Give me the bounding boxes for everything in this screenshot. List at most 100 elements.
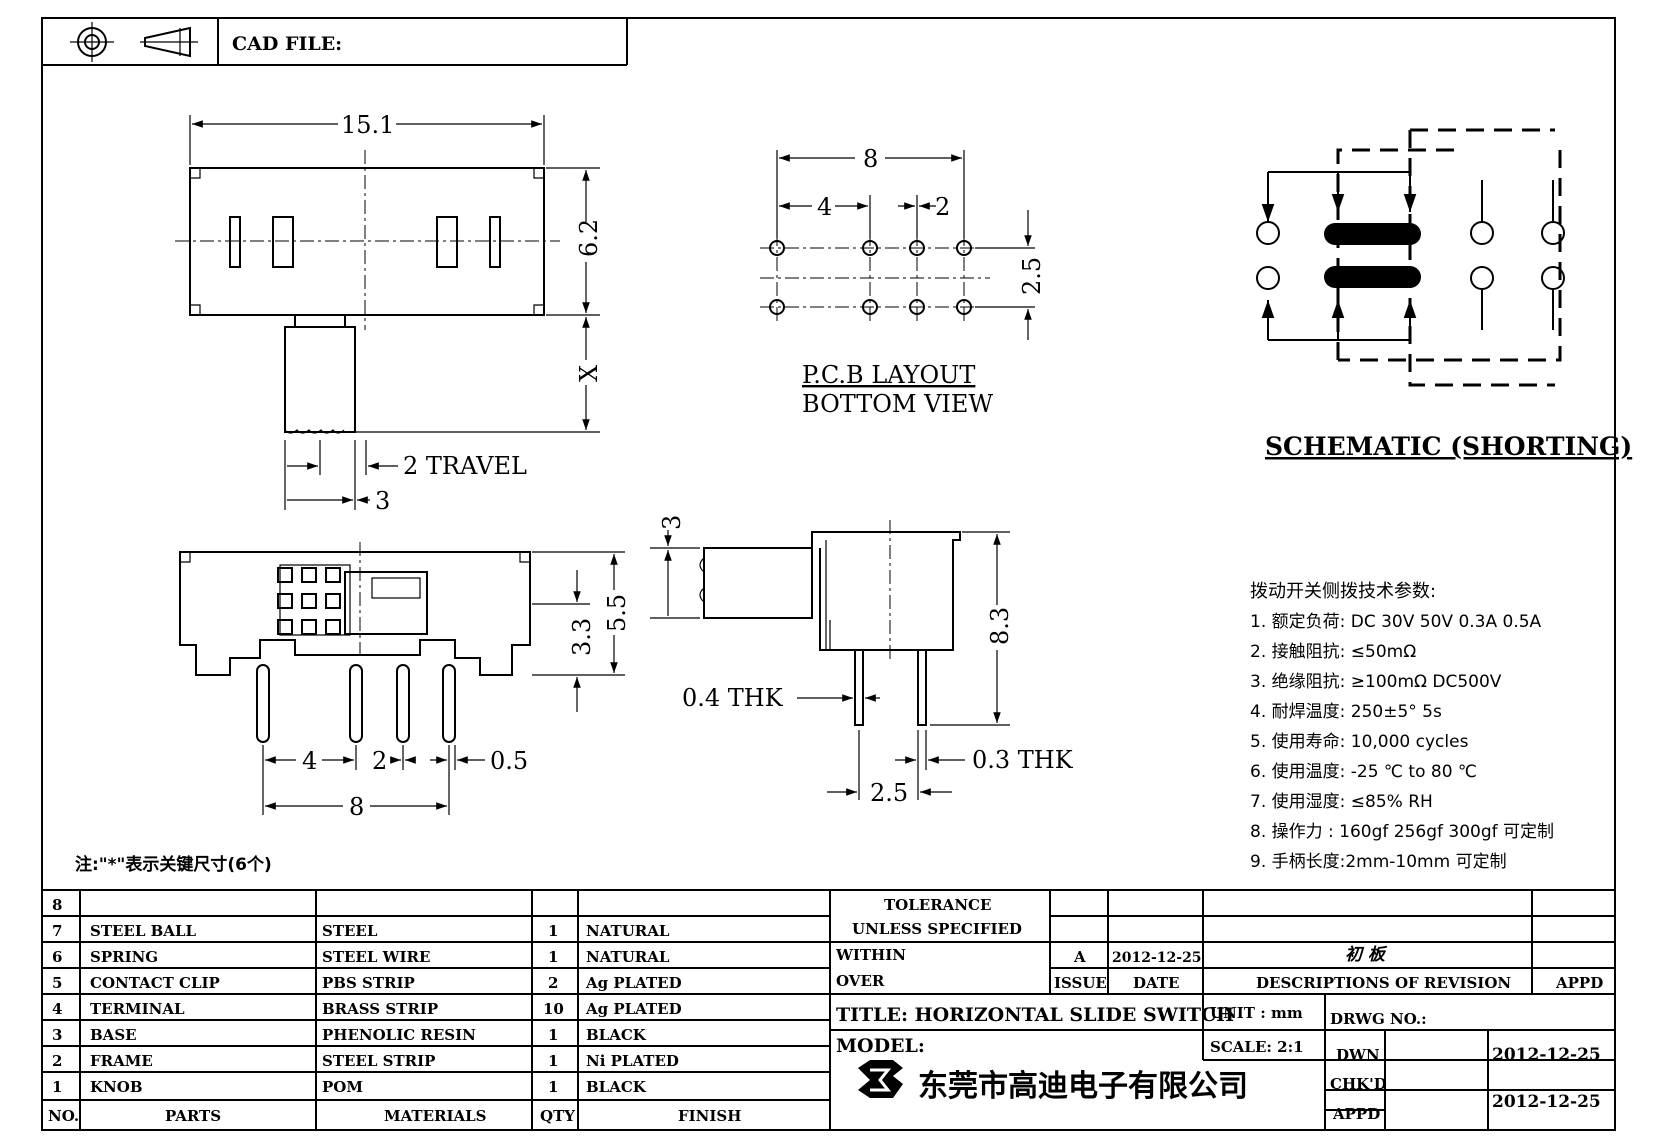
bom-no: 2	[52, 1052, 62, 1070]
issue-date: 2012-12-25	[1112, 950, 1202, 966]
bom-qty: 2	[548, 974, 558, 992]
projection-symbol-icon	[70, 22, 198, 62]
bom-finish: NATURAL	[586, 948, 670, 966]
dim-pcb-2-5: 2.5	[1018, 257, 1046, 295]
bom-finish: BLACK	[586, 1078, 647, 1096]
bom-part: BASE	[90, 1026, 137, 1044]
bom-part: CONTACT CLIP	[90, 974, 220, 992]
dim-0-3-thk: 0.3 THK	[972, 746, 1074, 774]
spec-item: 3. 绝缘阻抗: ≥100mΩ DC500V	[1250, 672, 1502, 692]
bom-qty: 1	[548, 1052, 558, 1070]
company-logo-icon	[858, 1060, 903, 1098]
specs-block: 拨动开关侧拨技术参数: 1. 额定负荷: DC 30V 50V 0.3A 0.5…	[1250, 581, 1554, 872]
bom-finish: Ag PLATED	[585, 974, 682, 992]
unless-specified-label: UNLESS SPECIFIED	[852, 920, 1022, 938]
bom-no: 4	[52, 1000, 62, 1018]
drawing-title: TITLE: HORIZONTAL SLIDE SWITCH	[836, 1004, 1234, 1026]
key-dimension-note: 注:"*"表示关键尺寸(6个)	[75, 854, 272, 875]
dim-front-0-5: 0.5	[490, 747, 528, 775]
dim-6-2: 6.2	[575, 219, 603, 257]
unit-label: UNIT : mm	[1210, 1004, 1303, 1022]
bom-finish: Ni PLATED	[586, 1052, 679, 1070]
bom-no: 6	[52, 948, 62, 966]
dim-front-4: 4	[302, 747, 317, 775]
dim-pcb-2: 2	[935, 193, 950, 221]
issue-value: A	[1073, 948, 1086, 966]
side-view: 3 8.3 0.4 THK 0.3 THK 2.5	[650, 515, 1074, 807]
bom-header-no: NO.	[48, 1107, 79, 1125]
bom-part: TERMINAL	[90, 1000, 185, 1018]
dwn-date: 2012-12-25	[1492, 1045, 1601, 1065]
dim-5-5: 5.5	[603, 594, 631, 632]
bom-part: SPRING	[90, 948, 158, 966]
bom-material: STEEL STRIP	[322, 1052, 435, 1070]
drwg-no-label: DRWG NO.:	[1330, 1010, 1427, 1028]
schematic-title: SCHEMATIC (SHORTING)	[1265, 432, 1632, 461]
bom-qty: 1	[548, 1078, 558, 1096]
pcb-title: P.C.B LAYOUT	[802, 361, 975, 389]
bom-finish: BLACK	[586, 1026, 647, 1044]
within-label: WITHIN	[835, 946, 906, 964]
bom-header-parts: PARTS	[165, 1107, 221, 1125]
bom-no: 1	[52, 1078, 62, 1096]
spec-item: 7. 使用湿度: ≤85% RH	[1250, 791, 1433, 812]
chk-date: 2012-12-25	[1492, 1092, 1601, 1112]
bom-part: STEEL BALL	[90, 922, 196, 940]
bom-no: 5	[52, 974, 62, 992]
bom-material: PBS STRIP	[322, 974, 415, 992]
dwn-label: DWN	[1336, 1046, 1380, 1064]
company-name: 东莞市高迪电子有限公司	[918, 1069, 1248, 1104]
bom-part: FRAME	[90, 1052, 153, 1070]
over-label: OVER	[836, 972, 885, 990]
bom-material: STEEL	[322, 922, 378, 940]
bom-part: KNOB	[90, 1078, 143, 1096]
scale-label: SCALE: 2:1	[1210, 1038, 1304, 1056]
pcb-subtitle: BOTTOM VIEW	[802, 390, 993, 418]
dim-x: X	[575, 365, 603, 382]
dim-front-8: 8	[349, 793, 364, 821]
bom-qty: 1	[548, 948, 558, 966]
bom-header-finish: FINISH	[678, 1107, 741, 1125]
bom-qty: 10	[543, 1000, 564, 1018]
bom-material: PHENOLIC RESIN	[322, 1026, 476, 1044]
bom-header-qty: QTY	[540, 1107, 575, 1125]
pcb-holes	[769, 232, 972, 322]
dim-side-3: 3	[658, 515, 686, 530]
bom-no: 7	[52, 922, 62, 940]
dim-0-4-thk: 0.4 THK	[682, 684, 784, 712]
bom-material: BRASS STRIP	[322, 1000, 438, 1018]
header-strip: CAD FILE:	[42, 18, 628, 66]
spec-item: 4. 耐焊温度: 250±5° 5s	[1250, 702, 1442, 722]
bom-qty: 1	[548, 922, 558, 940]
dim-front-2: 2	[372, 747, 387, 775]
pcb-layout: 8 4 2 2.5 P.C.B LAYOUT BOTTOM VIEW	[760, 145, 1046, 418]
model-label: MODEL:	[836, 1035, 925, 1057]
front-view: 3.3 5.5 4 2 0.5 8	[179, 542, 631, 821]
chkd-label: CHK'D	[1330, 1075, 1387, 1093]
bom-material: STEEL WIRE	[322, 948, 430, 966]
descriptions-label: DESCRIPTIONS OF REVISION	[1256, 974, 1511, 992]
sheet-border	[41, 17, 1616, 1131]
dim-3-knob: 3	[375, 487, 390, 515]
specs-title: 拨动开关侧拨技术参数:	[1250, 581, 1436, 602]
appd-label: APPD	[1555, 974, 1603, 992]
front-pins	[256, 664, 456, 743]
dim-side-2-5: 2.5	[870, 779, 908, 807]
dim-pcb-4: 4	[817, 193, 832, 221]
bom-material: POM	[322, 1078, 363, 1096]
spec-item: 9. 手柄长度:2mm-10mm 可定制	[1250, 852, 1507, 872]
spec-item: 8. 操作力 : 160gf 256gf 300gf 可定制	[1250, 822, 1554, 842]
dim-2-travel: 2 TRAVEL	[403, 452, 527, 480]
date-label: DATE	[1133, 974, 1179, 992]
bom-finish: Ag PLATED	[585, 1000, 682, 1018]
spec-item: 6. 使用温度: -25 ℃ to 80 ℃	[1250, 761, 1477, 782]
cad-file-label: CAD FILE:	[232, 33, 342, 55]
dim-side-8-3: 8.3	[986, 607, 1014, 645]
dim-15-1: 15.1	[341, 111, 394, 139]
spec-item: 5. 使用寿命: 10,000 cycles	[1250, 731, 1469, 752]
revision-text: 初 板	[1345, 945, 1388, 965]
appd2-label: APPD	[1332, 1105, 1380, 1123]
schematic: SCHEMATIC (SHORTING)	[1256, 128, 1632, 461]
